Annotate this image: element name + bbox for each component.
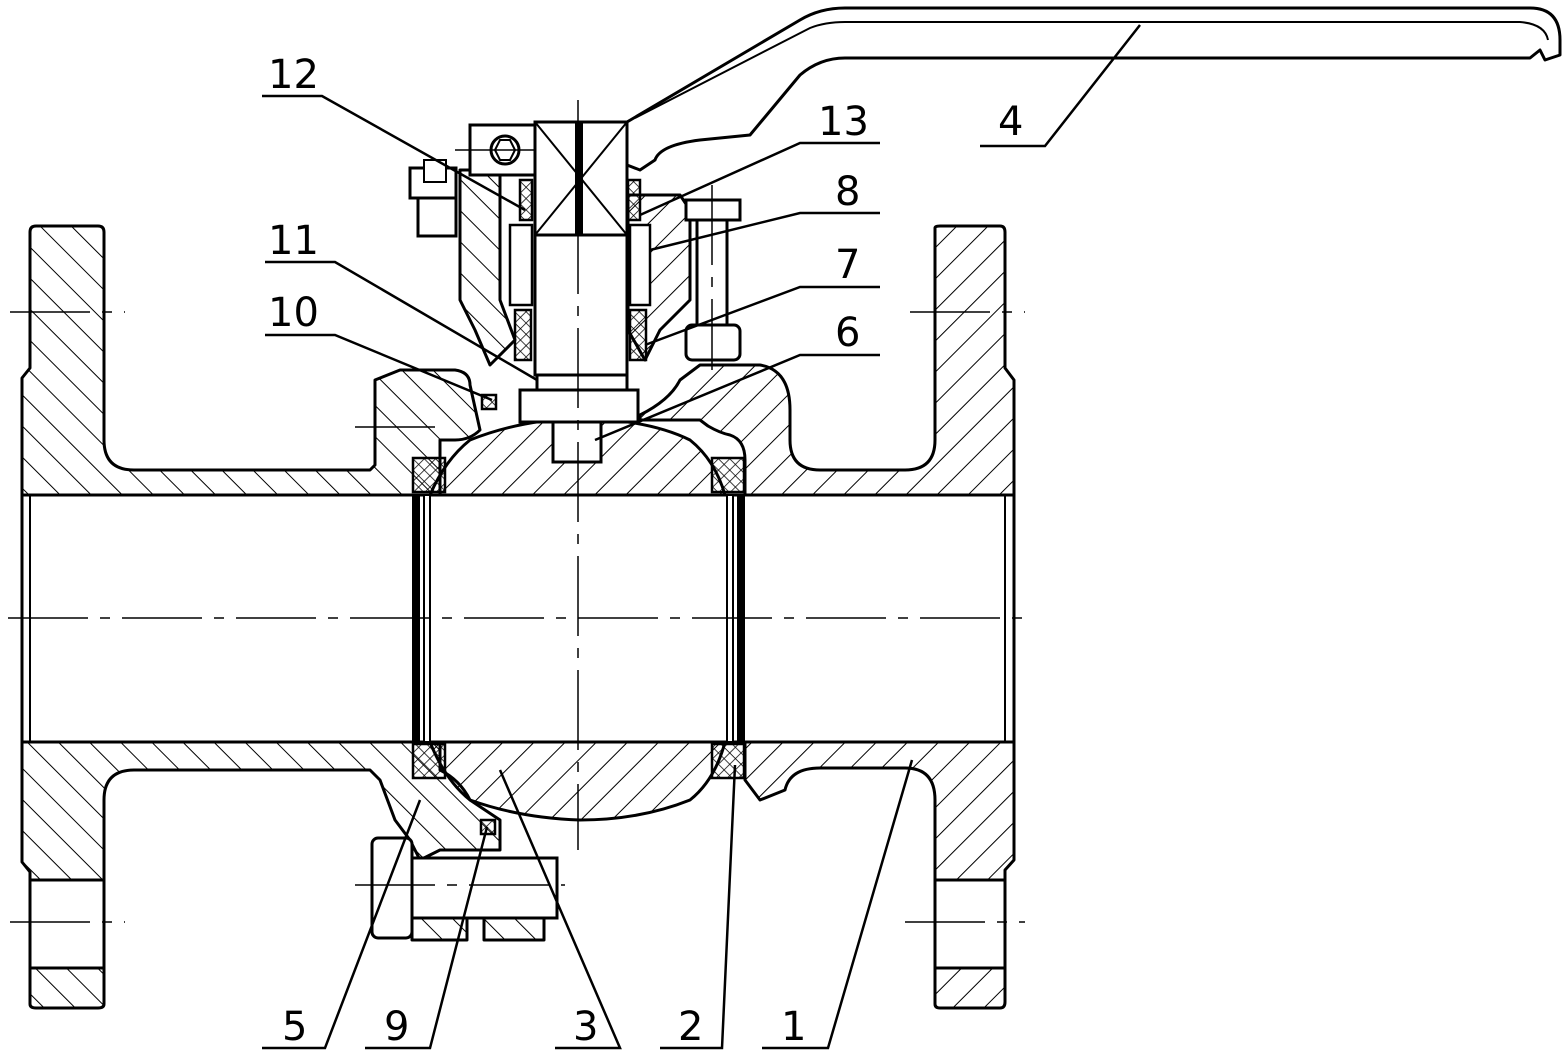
callout-10: 10 — [268, 290, 319, 336]
callout-6: 6 — [835, 310, 860, 356]
callout-8: 8 — [835, 169, 860, 215]
callout-5: 5 — [282, 1004, 307, 1050]
callout-4: 4 — [998, 99, 1023, 145]
handle — [627, 8, 1560, 170]
callout-11: 11 — [268, 218, 319, 264]
callout-3: 3 — [573, 1004, 598, 1050]
callout-1: 1 — [781, 1004, 806, 1050]
callout-9: 9 — [384, 1004, 409, 1050]
callout-7: 7 — [835, 242, 860, 288]
callout-12: 12 — [268, 52, 319, 98]
callout-13: 13 — [818, 99, 869, 145]
gland-bolt — [686, 185, 740, 370]
callout-2: 2 — [678, 1004, 703, 1050]
